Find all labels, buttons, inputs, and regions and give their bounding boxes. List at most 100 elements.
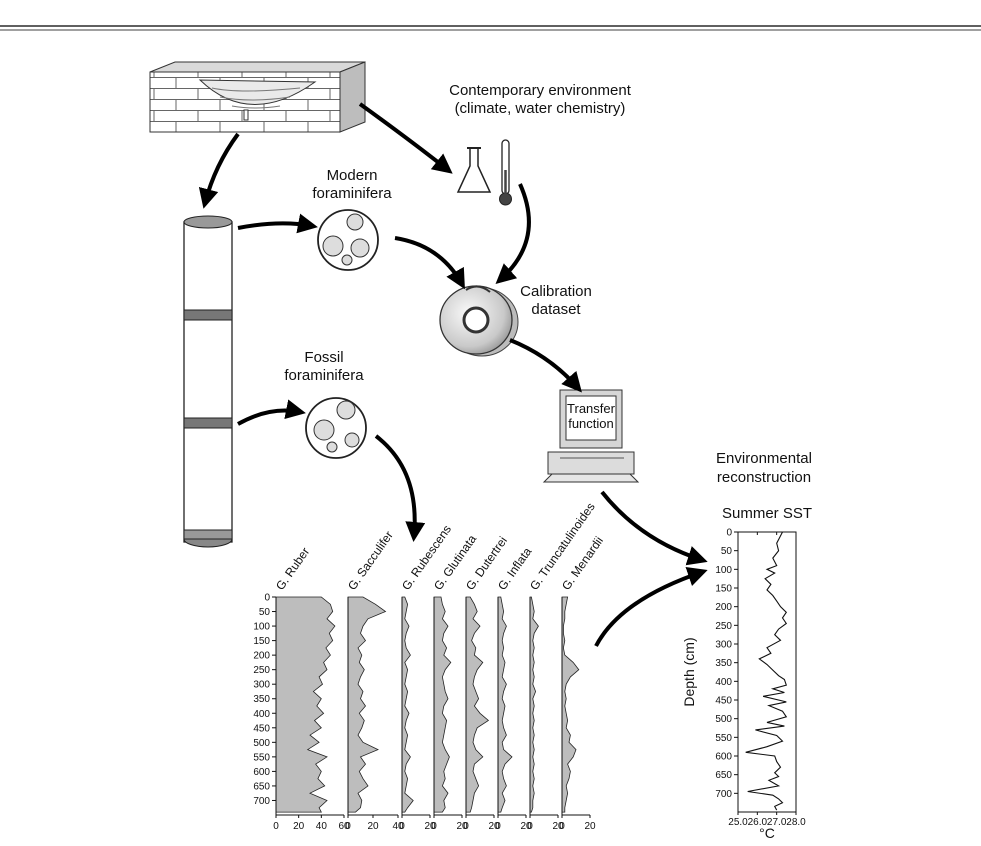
modern-label-2: foraminifera — [312, 185, 392, 202]
sediment-basin-icon — [149, 61, 366, 133]
abundance-area-g-inflata — [497, 596, 513, 813]
sst-y-tick-label: 600 — [715, 752, 732, 763]
x-tick-label: 0 — [273, 821, 279, 832]
calibration-label-1: Calibration — [520, 283, 592, 300]
species-label: G. Ruber — [273, 545, 312, 593]
sst-y-tick-label: 350 — [715, 658, 732, 669]
x-tick-label: 20 — [424, 821, 436, 832]
x-tick-label: 0 — [399, 821, 405, 832]
species-label: G. Sacculifer — [345, 528, 396, 592]
envrecon-label-1: Environmental — [716, 450, 812, 467]
x-tick-label: 20 — [488, 821, 500, 832]
fossil-label-2: foraminifera — [284, 367, 364, 384]
arrow-core-to-fossil — [237, 399, 306, 426]
modern-label-1: Modern — [327, 167, 378, 184]
sst-y-tick-label: 100 — [715, 565, 732, 576]
flask-icon — [456, 147, 492, 193]
envrecon-label-2: reconstruction — [717, 469, 811, 486]
x-tick-label: 0 — [527, 821, 533, 832]
x-tick-label: 60 — [338, 821, 350, 832]
x-tick-label: 40 — [392, 821, 404, 832]
arrow-basin-to-core — [198, 132, 240, 209]
x-tick-label: 0 — [495, 821, 501, 832]
calibration-label-2: dataset — [531, 301, 581, 318]
sst-x-tick-label: 26.0 — [748, 817, 768, 828]
x-tick-label: 40 — [316, 821, 328, 832]
sst-series-line — [745, 531, 788, 811]
contemporary-label-1: Contemporary environment — [449, 82, 632, 99]
abundance-area-g-dutertrei — [465, 596, 490, 813]
sst-x-tick-label: 28.0 — [786, 817, 806, 828]
thermometer-icon — [499, 139, 512, 206]
x-tick-label: 0 — [559, 821, 565, 832]
sst-y-tick-label: 250 — [715, 621, 732, 632]
sst-y-tick-label: 650 — [715, 770, 732, 781]
sst-y-tick-label: 400 — [715, 677, 732, 688]
depth-tick-label: 700 — [253, 796, 270, 807]
depth-tick-label: 650 — [253, 781, 270, 792]
arrow-fossil-to-assemblages — [374, 434, 426, 542]
abundance-area-g-menardii — [561, 596, 580, 813]
sst-y-tick-label: 200 — [715, 602, 732, 613]
x-tick-label: 20 — [367, 821, 379, 832]
depth-tick-label: 350 — [253, 694, 270, 705]
sediment-core-icon — [183, 215, 233, 548]
sst-y-tick-label: 0 — [726, 528, 732, 539]
compact-disc-icon — [439, 285, 519, 357]
depth-tick-label: 50 — [259, 607, 271, 618]
arrow-core-to-modern — [237, 213, 318, 234]
depth-tick-label: 600 — [253, 767, 270, 778]
depth-tick-label: 300 — [253, 680, 270, 691]
arrow-calibration-to-transfer — [509, 338, 582, 393]
transfer-label-2: function — [568, 416, 614, 431]
sst-y-axis-label: Depth (cm) — [681, 637, 697, 706]
sst-y-tick-label: 300 — [715, 640, 732, 651]
sst-y-tick-label: 700 — [715, 789, 732, 800]
sst-y-tick-label: 50 — [721, 546, 733, 557]
x-tick-label: 0 — [431, 821, 437, 832]
contemporary-label-2: (climate, water chemistry) — [455, 100, 626, 117]
sst-plot-frame — [737, 531, 797, 813]
x-tick-label: 20 — [520, 821, 532, 832]
sst-x-tick-label: 27.0 — [767, 817, 787, 828]
depth-tick-label: 0 — [264, 593, 270, 604]
foraminifera-sample-icon — [305, 397, 367, 459]
sst-y-tick-label: 550 — [715, 733, 732, 744]
computer-icon — [542, 389, 640, 483]
species-abundance-chart: 0501001502002503003504004505005506006507… — [253, 500, 606, 832]
arrow-modern-to-calibration — [394, 236, 465, 290]
x-tick-label: 20 — [293, 821, 305, 832]
sst-x-axis-label: °C — [759, 825, 775, 841]
depth-tick-label: 500 — [253, 738, 270, 749]
sst-y-tick-label: 150 — [715, 584, 732, 595]
arrow-basin-to-environment — [358, 102, 453, 174]
summer-sst-chart: Summer SST 0 50 100 150 200 250 300 350 400 450 500… — [681, 505, 812, 841]
x-tick-label: 20 — [456, 821, 468, 832]
depth-tick-label: 450 — [253, 723, 270, 734]
sst-x-tick-label: 25.0 — [728, 817, 748, 828]
abundance-area-g-glutinata — [433, 596, 452, 813]
sst-title: Summer SST — [722, 505, 812, 522]
fossil-label-1: Fossil — [304, 349, 343, 366]
depth-tick-label: 400 — [253, 709, 270, 720]
depth-tick-label: 550 — [253, 752, 270, 763]
x-tick-label: 0 — [345, 821, 351, 832]
depth-tick-label: 100 — [253, 622, 270, 633]
abundance-area-g-ruber — [275, 596, 336, 813]
arrow-environment-to-calibration — [495, 183, 531, 284]
sst-y-tick-label: 450 — [715, 696, 732, 707]
depth-tick-label: 200 — [253, 651, 270, 662]
arrow-assemblages-to-reconstruction — [594, 567, 708, 647]
abundance-area-g-truncatulinoides — [529, 596, 539, 813]
arrow-transfer-to-reconstruction — [600, 490, 708, 566]
abundance-area-g-sacculifer — [347, 596, 387, 813]
depth-tick-label: 250 — [253, 665, 270, 676]
foraminifera-sample-icon — [317, 209, 379, 271]
sst-y-tick-label: 500 — [715, 714, 732, 725]
abundance-area-g-rubescens — [401, 596, 414, 813]
depth-tick-label: 150 — [253, 636, 270, 647]
x-tick-label: 20 — [552, 821, 564, 832]
x-tick-label: 0 — [463, 821, 469, 832]
transfer-label-1: Transfer — [567, 401, 616, 416]
